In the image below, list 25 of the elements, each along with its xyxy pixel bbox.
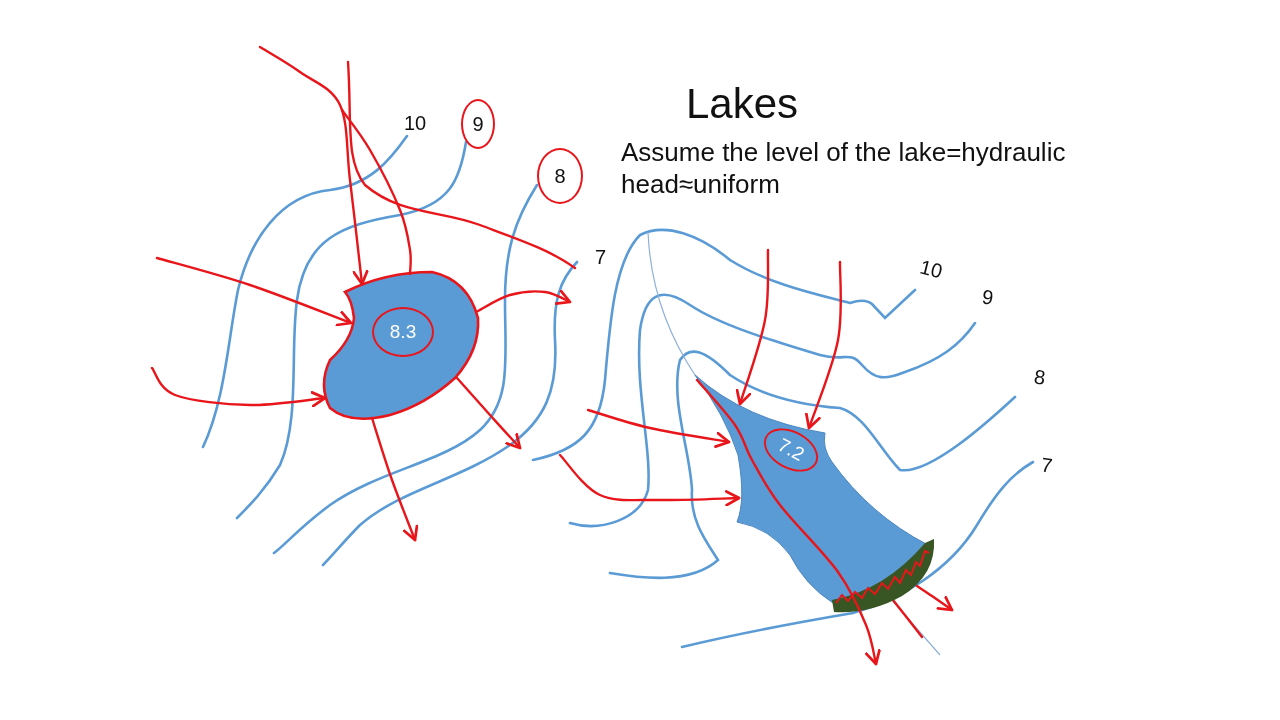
flow-arrow [474, 289, 572, 314]
contour-label: 9 [980, 285, 995, 310]
note-text: Assume the level of the lake=hydraulic head≈uniform [621, 136, 1067, 200]
flow-arrow [258, 45, 369, 286]
flow-arrow [735, 248, 770, 406]
flow-arrow [586, 408, 731, 449]
contour-label: 8 [1032, 365, 1047, 390]
flow-line [340, 108, 412, 276]
circled-contour-label: 9 [461, 99, 495, 149]
title: Lakes [686, 80, 799, 128]
contour-label: 7 [595, 246, 607, 269]
flow-arrow [155, 256, 353, 327]
contour-label: 7 [1039, 453, 1054, 478]
flow-arrow [455, 376, 522, 450]
flow-arrow [370, 416, 419, 542]
sediment-band [830, 538, 936, 614]
contour-label: 10 [917, 255, 945, 284]
flow-arrow [558, 453, 741, 507]
flow-arrow [915, 584, 954, 612]
contour-label: 10 [404, 112, 427, 135]
circled-level-value: 8.3 [372, 307, 434, 357]
circled-contour-label: 8 [537, 148, 583, 204]
flow-arrow [805, 260, 843, 430]
flow-arrow [150, 366, 327, 408]
flow-arrow [695, 378, 882, 666]
